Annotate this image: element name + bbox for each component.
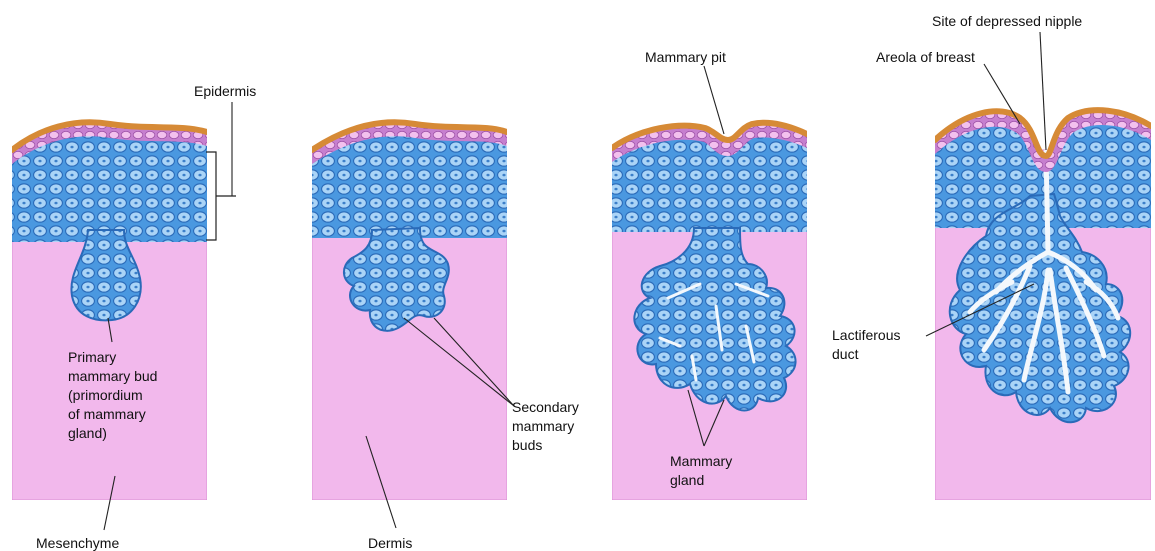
mammary-pit-leader [704,66,724,134]
label-secondary-buds: Secondary mammary buds [512,399,583,453]
label-lactiferous-duct: Lactiferous duct [832,327,904,362]
label-depressed-nipple: Site of depressed nipple [932,13,1082,29]
label-dermis: Dermis [368,535,412,551]
panel-primary-bud [12,122,207,500]
label-mesenchyme: Mesenchyme [36,535,119,551]
panel-secondary-buds [312,122,507,500]
depressed-nipple-leader [1040,32,1046,150]
label-mammary-pit: Mammary pit [645,49,726,65]
panel-lactiferous-duct [935,110,1151,500]
label-areola: Areola of breast [876,49,975,65]
panel-mammary-gland [612,123,807,500]
label-epidermis: Epidermis [194,83,256,99]
